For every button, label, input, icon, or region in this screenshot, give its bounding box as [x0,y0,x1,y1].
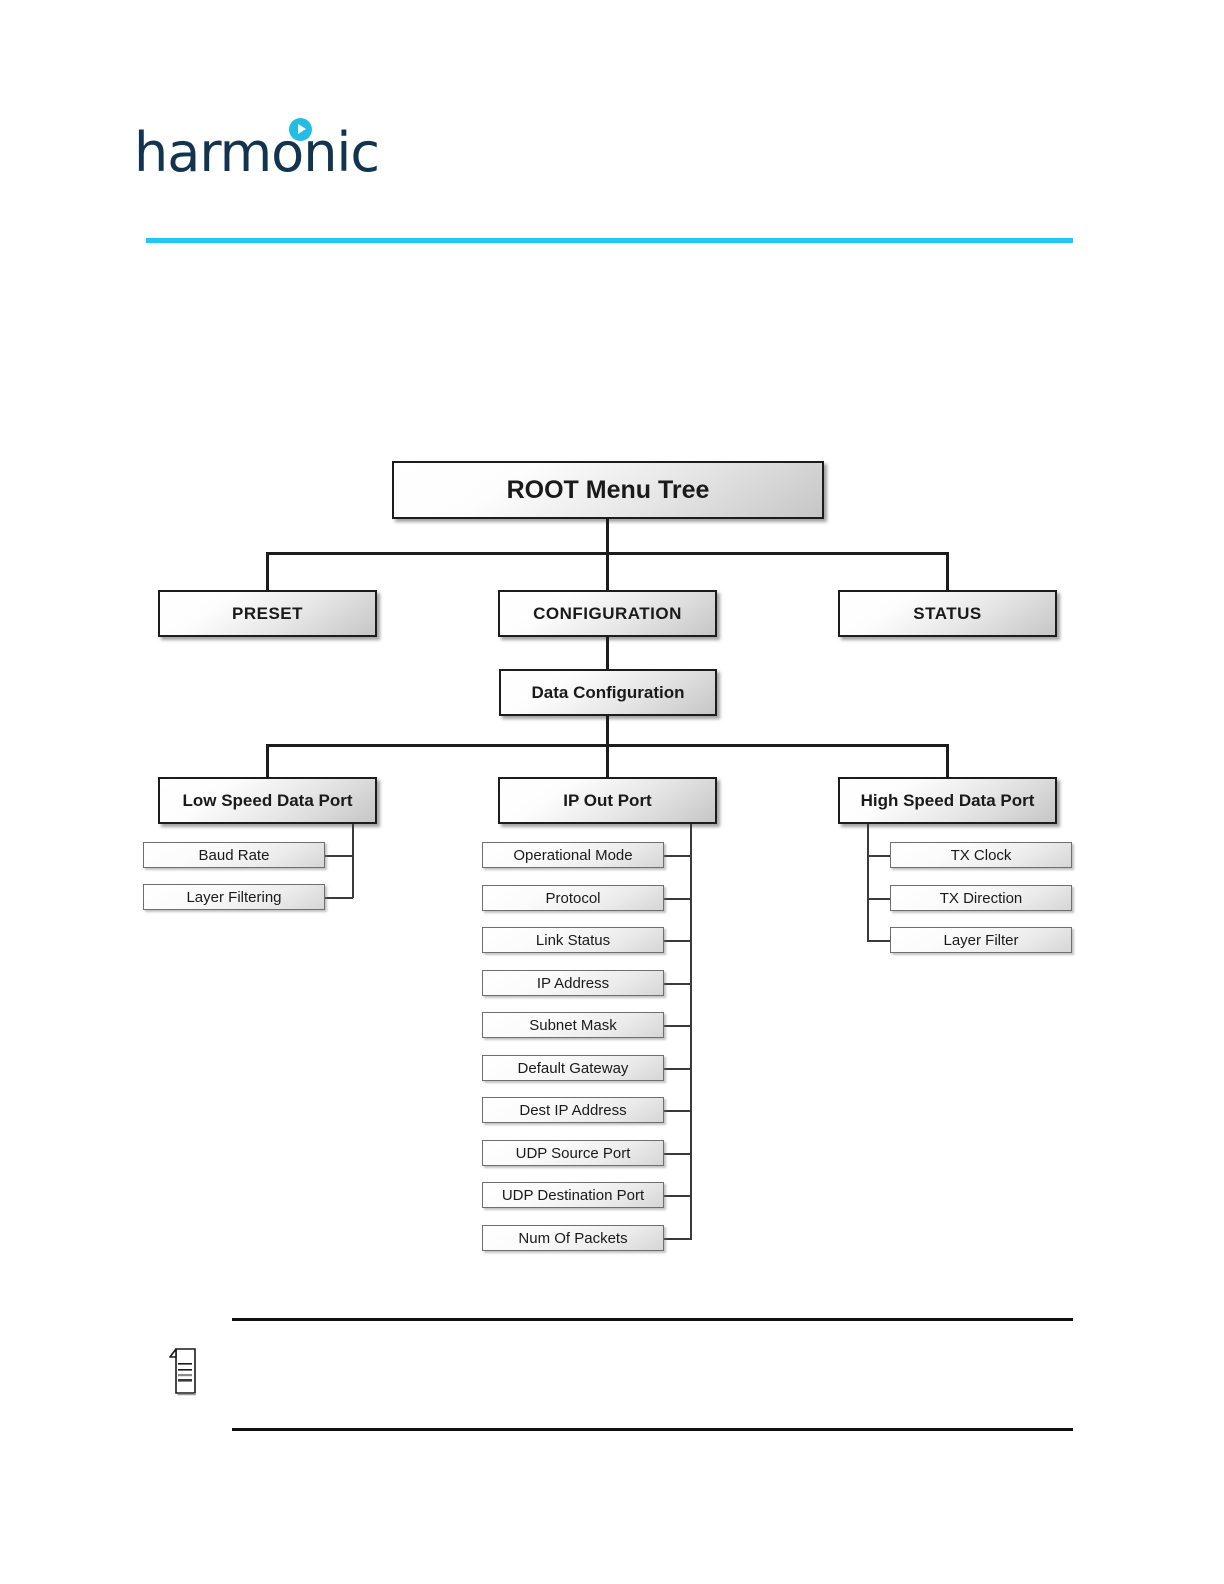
connector-to-status [946,552,949,590]
connector-to-configuration [606,552,609,590]
node-label: Layer Filtering [186,888,282,906]
node-label: Data Configuration [531,682,685,702]
node-label: ROOT Menu Tree [506,475,710,504]
node-label: Default Gateway [517,1059,629,1077]
node-label: STATUS [913,603,982,623]
connector-root-down [606,519,609,553]
node-low-speed-data-port[interactable]: Low Speed Data Port [158,777,377,824]
note-callout [146,1318,1073,1436]
leaf-layer-filtering[interactable]: Layer Filtering [143,884,325,910]
leaf-default-gateway[interactable]: Default Gateway [482,1055,664,1081]
connector-high-speed-to-tx-direction [867,898,890,900]
leaf-subnet-mask[interactable]: Subnet Mask [482,1012,664,1038]
node-label: Num Of Packets [518,1229,628,1247]
leaf-dest-ip-address[interactable]: Dest IP Address [482,1097,664,1123]
connector-data-config-down [606,716,609,745]
node-label: Low Speed Data Port [182,790,353,810]
node-label: TX Direction [939,889,1023,907]
page-header: harmonic [0,0,1224,260]
node-label: Dest IP Address [519,1101,627,1119]
node-data-configuration[interactable]: Data Configuration [499,669,717,716]
node-high-speed-data-port[interactable]: High Speed Data Port [838,777,1057,824]
connector-ip-out-bus [690,824,692,1240]
connector-ip-out-to-udp-destination-port [664,1195,691,1197]
node-label: High Speed Data Port [860,790,1035,810]
node-label: IP Out Port [563,790,652,810]
connector-to-preset [266,552,269,590]
node-label: UDP Source Port [515,1144,631,1162]
note-divider-bottom [232,1428,1073,1431]
node-label: TX Clock [950,846,1012,864]
node-label: Operational Mode [513,846,633,864]
leaf-layer-filter[interactable]: Layer Filter [890,927,1072,953]
connector-ip-out-to-udp-source-port [664,1153,691,1155]
connector-high-speed-bus [867,824,869,941]
node-root[interactable]: ROOT Menu Tree [392,461,824,519]
connector-configuration-to-data-config [606,637,609,669]
leaf-udp-destination-port[interactable]: UDP Destination Port [482,1182,664,1208]
node-preset[interactable]: PRESET [158,590,377,637]
note-divider-top [232,1318,1073,1321]
leaf-protocol[interactable]: Protocol [482,885,664,911]
connector-ip-out-to-default-gateway [664,1068,691,1070]
connector-high-speed-to-tx-clock [867,855,890,857]
connector-ip-out-to-subnet-mask [664,1025,691,1027]
connector-low-speed-to-baud-rate [325,855,353,857]
connector-to-high-speed [946,744,949,777]
leaf-link-status[interactable]: Link Status [482,927,664,953]
node-label: Protocol [545,889,601,907]
note-document-icon [168,1348,200,1396]
leaf-udp-source-port[interactable]: UDP Source Port [482,1140,664,1166]
leaf-ip-address[interactable]: IP Address [482,970,664,996]
node-status[interactable]: STATUS [838,590,1057,637]
connector-ip-out-to-operational-mode [664,855,691,857]
leaf-tx-clock[interactable]: TX Clock [890,842,1072,868]
connector-high-speed-to-layer-filter [867,940,890,942]
leaf-baud-rate[interactable]: Baud Rate [143,842,325,868]
leaf-tx-direction[interactable]: TX Direction [890,885,1072,911]
connector-ip-out-to-link-status [664,940,691,942]
node-label: IP Address [536,974,610,992]
connector-ip-out-to-num-of-packets [664,1238,691,1240]
logo-wordmark: harmonic [134,121,380,184]
node-label: Subnet Mask [529,1016,617,1034]
header-divider [146,238,1073,243]
connector-ip-out-to-dest-ip-address [664,1110,691,1112]
play-circle-icon [289,118,312,141]
connector-to-ip-out [606,744,609,777]
node-label: Layer Filter [943,931,1019,949]
node-label: Baud Rate [198,846,270,864]
harmonic-logo: harmonic [134,118,380,190]
connector-low-speed-to-layer-filtering [325,897,353,899]
leaf-num-of-packets[interactable]: Num Of Packets [482,1225,664,1251]
node-configuration[interactable]: CONFIGURATION [498,590,717,637]
node-label: Link Status [535,931,611,949]
node-label: PRESET [231,603,304,623]
connector-to-low-speed [266,744,269,777]
node-label: UDP Destination Port [501,1186,645,1204]
connector-low-speed-bus [352,824,354,898]
connector-ip-out-to-ip-address [664,983,691,985]
node-ip-out-port[interactable]: IP Out Port [498,777,717,824]
connector-ip-out-to-protocol [664,898,691,900]
node-label: CONFIGURATION [533,603,682,623]
leaf-operational-mode[interactable]: Operational Mode [482,842,664,868]
